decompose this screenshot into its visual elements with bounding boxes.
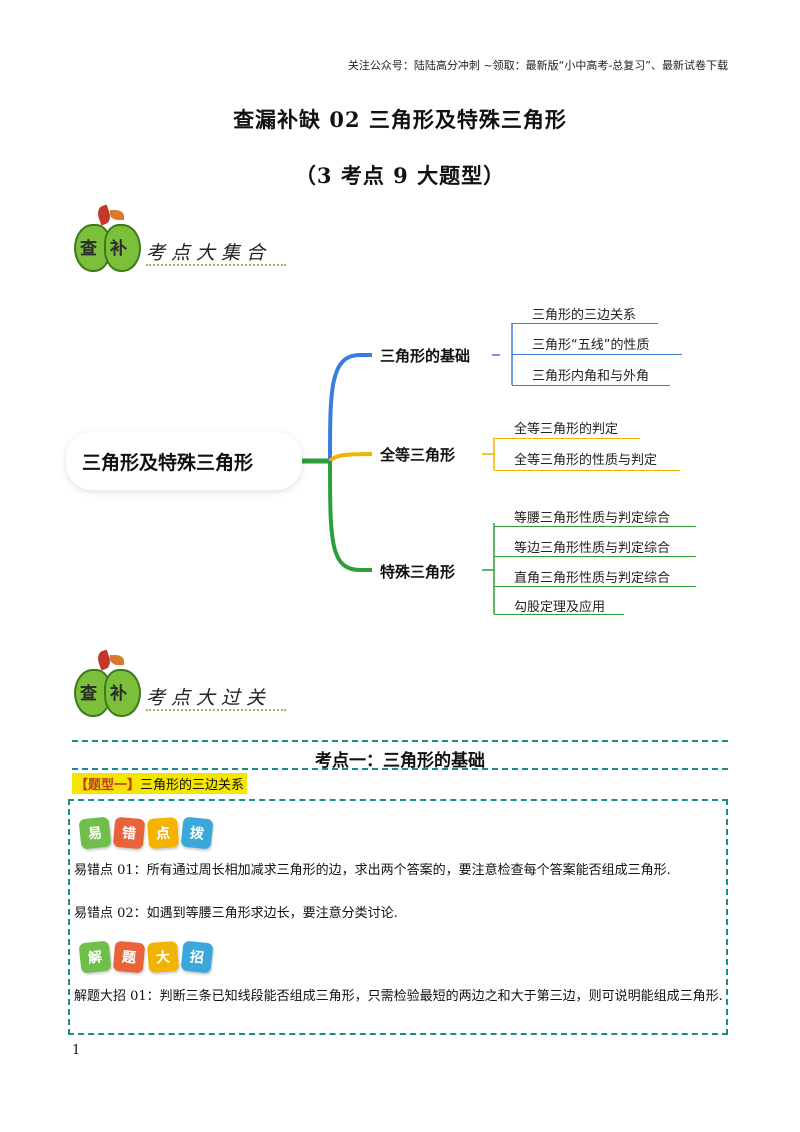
mindmap-root: 三角形及特殊三角形 xyxy=(66,432,302,490)
badge-char-right: 补 xyxy=(110,684,127,704)
tile: 错 xyxy=(112,816,146,850)
tile: 招 xyxy=(180,940,214,974)
leaf-item: 直角三角形性质与判定综合 xyxy=(514,571,671,586)
badge-char-left: 查 xyxy=(80,684,97,704)
leaf-item: 全等三角形的性质与判定 xyxy=(514,453,658,468)
branch-triangle-basics: 三角形的基础 xyxy=(380,347,471,365)
section-badge-summary: 查 补 考点大集合 xyxy=(74,200,286,280)
tile: 解 xyxy=(78,940,112,974)
section-title: 考点一：三角形的基础 xyxy=(315,751,485,771)
badge-char-left: 查 xyxy=(80,239,97,259)
tile: 拨 xyxy=(180,816,214,850)
apple-icon: 查 补 xyxy=(74,649,141,719)
badge-label: 考点大集合 xyxy=(146,242,272,264)
question-type-label: 【题型一】三角形的三边关系 xyxy=(72,773,248,794)
header-note: 关注公众号：陆陆高分冲刺 ~领取：最新版“小中高考-总复习”、最新试卷下载 xyxy=(347,59,728,72)
leaf-item: 等边三角形性质与判定综合 xyxy=(514,541,671,556)
tiles-solving-tips: 解 题 大 招 xyxy=(78,940,214,974)
branch-congruent-triangles: 全等三角形 xyxy=(380,446,456,464)
page-title: 查漏补缺 02 三角形及特殊三角形 xyxy=(233,107,567,132)
tile: 大 xyxy=(146,940,180,974)
section-divider-top xyxy=(72,740,728,742)
leaf-item: 三角形“五线”的性质 xyxy=(532,338,650,353)
leaf-item: 勾股定理及应用 xyxy=(514,600,606,615)
leaf-item: 三角形的三边关系 xyxy=(532,308,637,323)
section-badge-review: 查 补 考点大过关 xyxy=(74,645,286,725)
tile: 题 xyxy=(112,940,146,974)
badge-label: 考点大过关 xyxy=(146,687,272,709)
badge-char-right: 补 xyxy=(110,239,127,259)
tile: 点 xyxy=(146,816,180,850)
mistake-point-1: 易错点 01：所有通过周长相加减求三角形的边，求出两个答案的，要注意检查每个答案… xyxy=(74,863,671,878)
leaf-item: 三角形内角和与外角 xyxy=(532,369,650,384)
leaf-item: 全等三角形的判定 xyxy=(514,422,619,437)
page-subtitle: （3 考点 9 大题型） xyxy=(294,163,506,188)
section-divider-bottom xyxy=(72,768,728,770)
apple-icon: 查 补 xyxy=(74,204,141,274)
tiles-common-mistakes: 易 错 点 拨 xyxy=(78,816,214,850)
branch-special-triangles: 特殊三角形 xyxy=(380,563,456,581)
solving-tip-1: 解题大招 01：判断三条已知线段能否组成三角形，只需检验最短的两边之和大于第三边… xyxy=(74,989,723,1004)
leaf-item: 等腰三角形性质与判定综合 xyxy=(514,511,671,526)
question-type-bracket: 【题型一】 xyxy=(75,778,141,793)
page-number: 1 xyxy=(72,1043,81,1058)
tips-box xyxy=(68,799,728,1035)
mistake-point-2: 易错点 02：如遇到等腰三角形求边长，要注意分类讨论. xyxy=(74,906,398,921)
question-type-name: 三角形的三边关系 xyxy=(140,778,245,793)
tile: 易 xyxy=(78,816,112,850)
